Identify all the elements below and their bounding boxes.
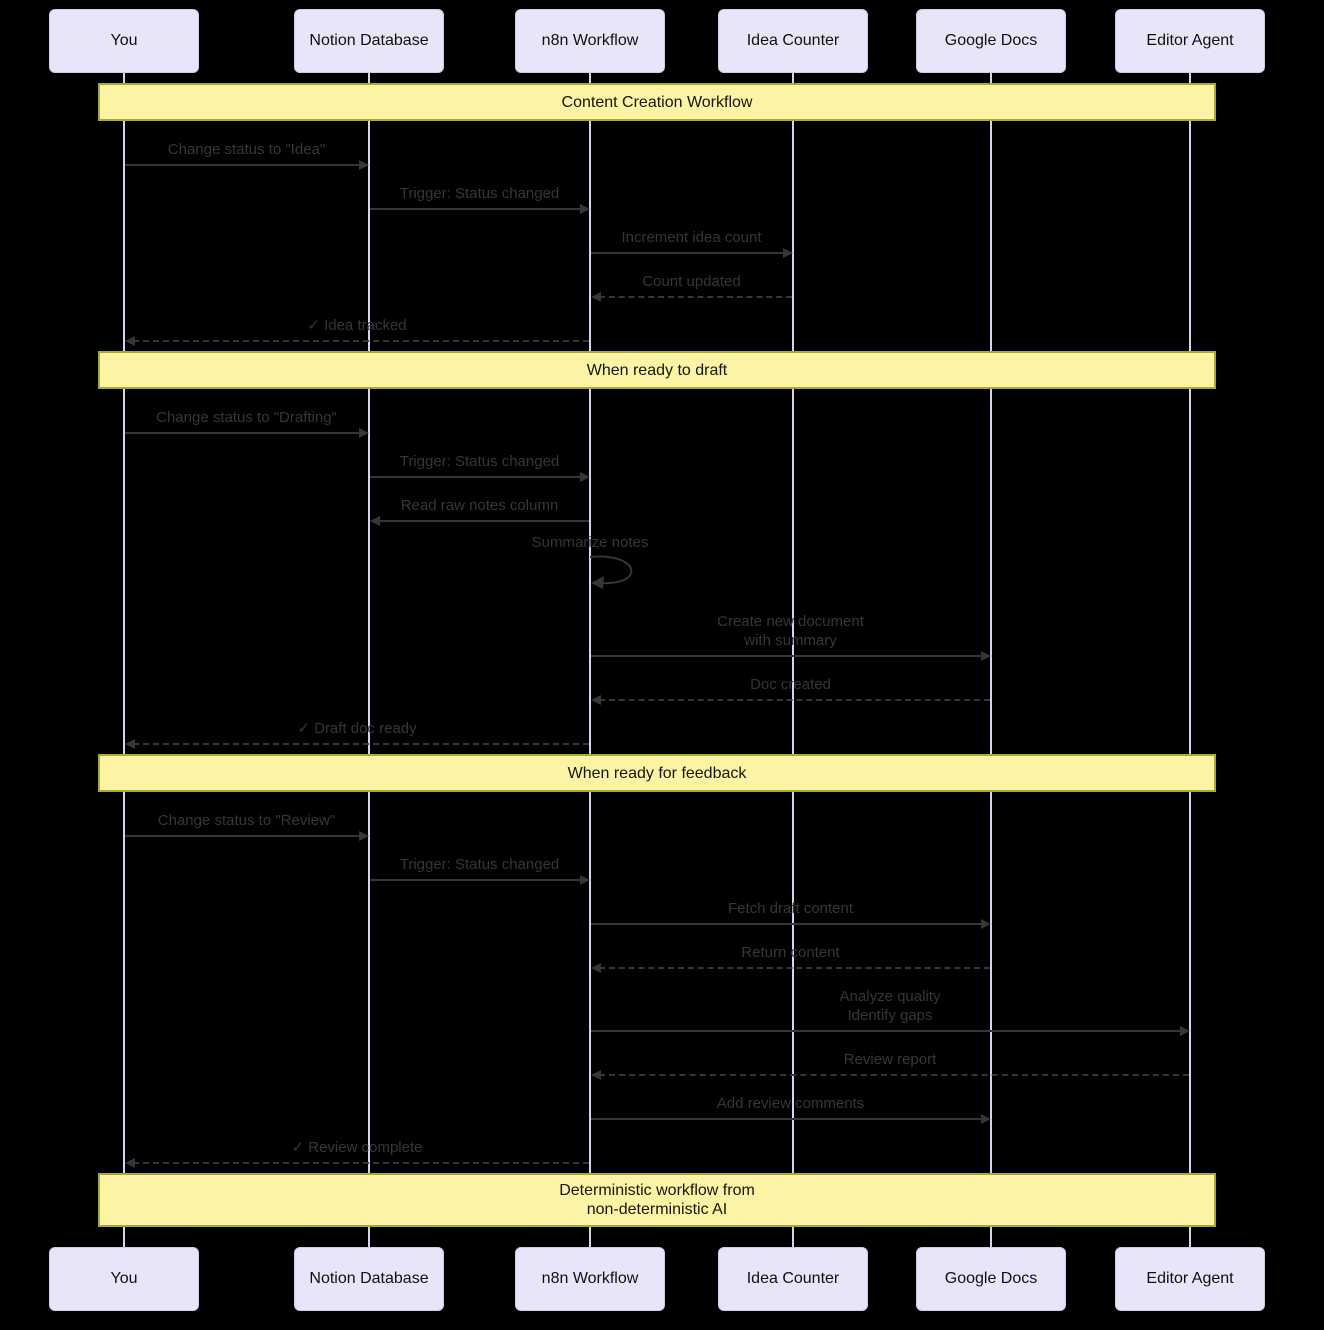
message-label: Count updated [642,273,741,290]
self-message-label: Summarize notes [531,534,649,551]
lifeline-google-docs [990,73,992,1247]
message-arrow-line [599,967,990,969]
participant-you-top: You [49,9,199,73]
arrowhead-icon [591,963,601,973]
message-label: Trigger: Status changed [399,185,560,202]
message-label: ✓ Idea tracked [307,317,407,334]
note-banner: Content Creation Workflow [98,83,1216,121]
participant-you-bottom: You [49,1247,199,1311]
message-label: Change status to "Drafting" [156,409,337,426]
participant-notion-database-top: Notion Database [294,9,444,73]
participant-n8n-workflow-top: n8n Workflow [515,9,665,73]
message-arrow-line [591,1030,1181,1032]
participant-google-docs-bottom: Google Docs [916,1247,1066,1311]
arrowhead-icon [580,472,590,482]
lifeline-idea-counter [792,73,794,1247]
participant-idea-counter-top: Idea Counter [718,9,868,73]
participant-n8n-workflow-bottom: n8n Workflow [515,1247,665,1311]
message-arrow-line [591,655,982,657]
message-arrow-line [370,476,581,478]
arrowhead-icon [783,248,793,258]
message-arrow-line [591,252,784,254]
message-arrow-line [370,208,581,210]
lifeline-you [123,73,125,1247]
participant-notion-database-bottom: Notion Database [294,1247,444,1311]
arrowhead-icon [591,1070,601,1080]
arrowhead-icon [981,919,991,929]
arrowhead-icon [591,695,601,705]
participant-idea-counter-bottom: Idea Counter [718,1247,868,1311]
note-banner: When ready to draft [98,351,1216,389]
message-label: Read raw notes column [400,497,559,514]
message-label: ✓ Draft doc ready [297,720,417,737]
message-arrow-line [133,743,589,745]
message-arrow-line [599,296,792,298]
participant-editor-agent-top: Editor Agent [1115,9,1265,73]
note-banner: When ready for feedback [98,754,1216,792]
arrowhead-icon [125,336,135,346]
message-arrow-line [125,432,360,434]
message-label: Review report [843,1051,937,1068]
message-label: Trigger: Status changed [399,856,560,873]
participant-editor-agent-bottom: Editor Agent [1115,1247,1265,1311]
message-arrow-line [591,1118,982,1120]
lifeline-n8n-workflow [589,73,591,1247]
message-arrow-line [378,520,589,522]
self-loop-arrow [588,554,658,597]
arrowhead-icon [370,516,380,526]
message-arrow-line [370,879,581,881]
arrowhead-icon [981,1114,991,1124]
message-label: ✓ Review complete [291,1139,423,1156]
message-label: Change status to "Review" [157,812,336,829]
message-label: Add review comments [716,1095,865,1112]
participant-google-docs-top: Google Docs [916,9,1066,73]
message-label: Doc created [750,676,831,693]
arrowhead-icon [125,739,135,749]
arrowhead-icon [591,292,601,302]
arrowhead-icon [125,1158,135,1168]
message-label: Fetch draft content [727,900,854,917]
message-label: Trigger: Status changed [399,453,560,470]
message-arrow-line [599,1074,1189,1076]
message-arrow-line [125,835,360,837]
arrowhead-icon [580,204,590,214]
message-label: Return content [741,944,840,961]
message-arrow-line [599,699,990,701]
arrowhead-icon [1180,1026,1190,1036]
lifeline-notion-database [368,73,370,1247]
arrowhead-icon [359,160,369,170]
arrowhead-icon [359,428,369,438]
message-arrow-line [125,164,360,166]
message-label: Increment idea count [621,229,762,246]
message-arrow-line [591,923,982,925]
message-label: Change status to "Idea" [167,141,326,158]
message-arrow-line [133,340,589,342]
lifeline-editor-agent [1189,73,1191,1247]
arrowhead-icon [359,831,369,841]
message-arrow-line [133,1162,589,1164]
arrowhead-icon [580,875,590,885]
arrowhead-icon [981,651,991,661]
